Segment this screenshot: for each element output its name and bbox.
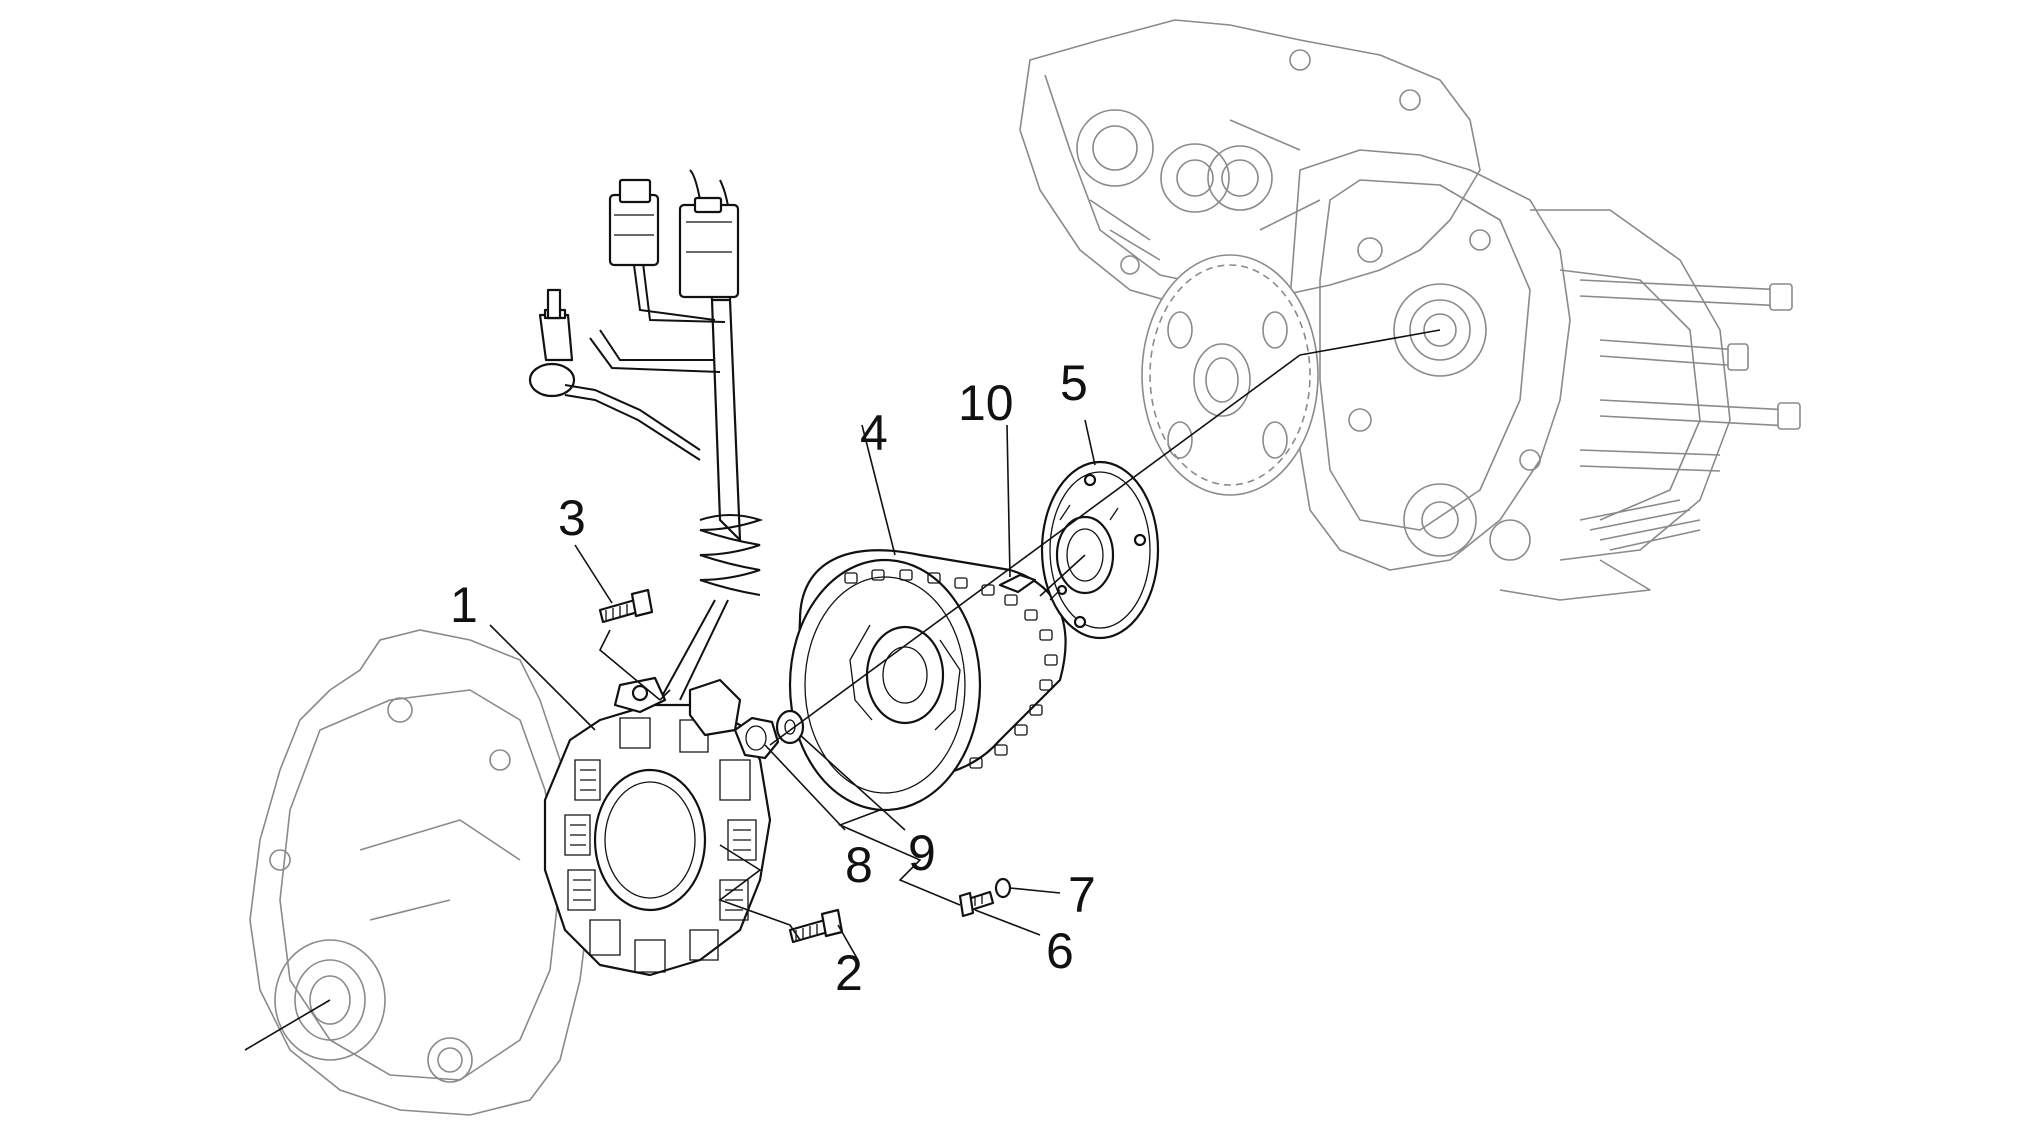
callout-labels: 1 2 3 4 5 6 7 8 9 10 — [450, 355, 1096, 1001]
flywheel-washer — [775, 709, 805, 745]
screw-part-3 — [598, 588, 654, 624]
callout-10: 10 — [958, 375, 1014, 431]
screw-part-6 — [958, 890, 995, 918]
generator-cover — [244, 629, 591, 1116]
flywheel-vent-slots — [844, 569, 1058, 769]
callout-6: 6 — [1046, 923, 1074, 979]
crankcase-assembly — [1019, 19, 1801, 601]
connector-b — [678, 203, 740, 299]
callout-leaders — [489, 419, 1096, 961]
ring-terminal — [538, 313, 574, 362]
starter-ring-gear — [1141, 254, 1319, 496]
callout-1: 1 — [450, 577, 478, 633]
wiring-harness — [528, 169, 764, 701]
callout-4: 4 — [860, 405, 888, 461]
callout-7: 7 — [1068, 867, 1096, 923]
stator — [543, 676, 772, 977]
washer-part-7 — [994, 877, 1012, 899]
flywheel-rotor — [788, 549, 1067, 812]
callout-5: 5 — [1060, 355, 1088, 411]
callout-2: 2 — [835, 945, 863, 1001]
callout-8: 8 — [845, 837, 873, 893]
assembly-axis-lines — [599, 329, 1441, 941]
starter-clutch — [1040, 460, 1160, 640]
callout-3: 3 — [558, 490, 586, 546]
connector-a — [608, 193, 660, 267]
callout-9: 9 — [908, 825, 936, 881]
woodruff-key — [998, 573, 1037, 594]
